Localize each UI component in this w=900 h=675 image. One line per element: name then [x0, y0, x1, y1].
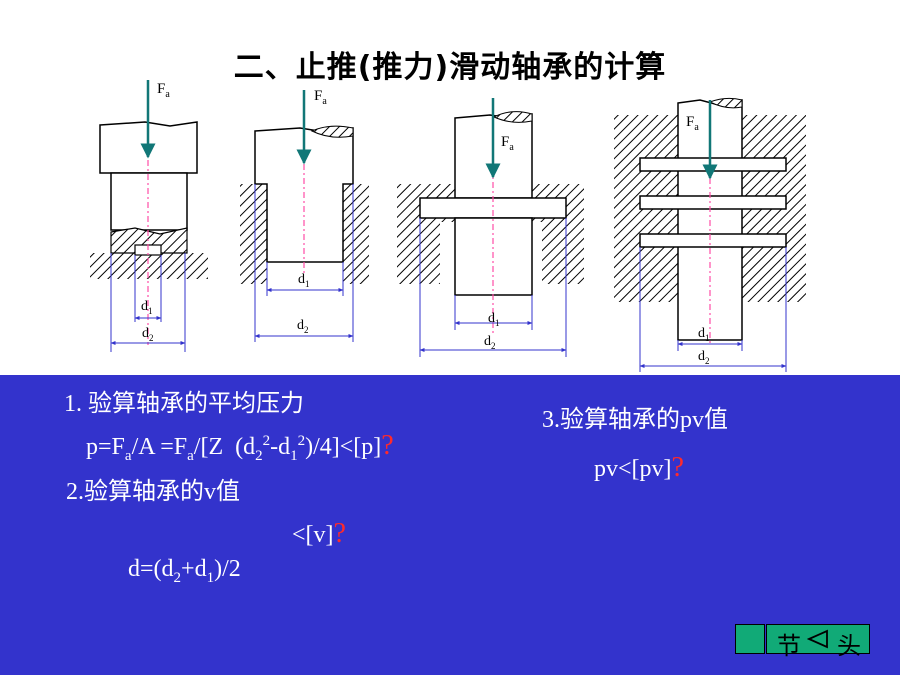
- bearing-1-d2-label: d2: [142, 326, 154, 343]
- bearing-2-d1-label: d1: [298, 272, 310, 289]
- bearing-2-shaft-cut: [310, 125, 354, 138]
- bearing-1-base: [90, 253, 208, 279]
- bearing-2-housing-right: [343, 184, 369, 284]
- question-mark-2: ?: [333, 518, 346, 549]
- head-button[interactable]: 头: [837, 632, 861, 660]
- pressure-formula: p=Fa/A =Fa/[Z (d22-d12)/4]<[p]?: [86, 430, 394, 464]
- bearing-1-d1-label: d1: [141, 299, 153, 316]
- bearing-3-dim-lines: [419, 218, 567, 357]
- item2-heading: 2.验算轴承的v值: [66, 479, 240, 505]
- formula-panel: [0, 375, 900, 675]
- question-mark-3: ?: [671, 452, 684, 483]
- bearing-1-dim-lines: [110, 253, 186, 352]
- bearing-4-force-label: Fa: [686, 114, 699, 133]
- bearing-3-force-label: Fa: [501, 134, 514, 153]
- bearing-4-collar-2: [639, 195, 787, 210]
- page-title: 二、止推(推力)滑动轴承的计算: [233, 50, 667, 85]
- pv-condition: pv<[pv]?: [594, 452, 684, 483]
- bearing-3-d2-label: d2: [484, 334, 496, 351]
- bearing-3: Fa d1 d2: [397, 98, 584, 357]
- bearing-3-shaft-cut: [492, 111, 533, 123]
- velocity-condition: <[v]?: [292, 518, 346, 549]
- nav-square-button[interactable]: [735, 624, 765, 654]
- bearing-4: Fa d1 d2: [614, 97, 806, 372]
- bearing-4-d1-label: d1: [698, 326, 710, 343]
- section-button[interactable]: 节: [777, 632, 801, 660]
- bearing-1: Fa d1 d2: [90, 80, 208, 352]
- bearing-3-d1-label: d1: [488, 311, 500, 328]
- bearing-1-shaft-neck: [110, 172, 188, 231]
- back-arrow-icon[interactable]: [807, 629, 829, 649]
- question-mark-1: ?: [381, 430, 394, 461]
- item1-heading: 1. 验算轴承的平均压力: [64, 391, 304, 417]
- bearing-4-collar-3: [639, 233, 787, 248]
- bearing-4-shaft-cut: [708, 97, 743, 109]
- nav-buttons: 节 头: [766, 624, 870, 660]
- bearing-2-d2-label: d2: [297, 318, 309, 335]
- bearing-4-collar-1: [639, 157, 787, 172]
- bearing-4-dim-lines: [639, 247, 787, 372]
- bearing-2-housing-left: [240, 184, 267, 284]
- bearing-2-force-label: Fa: [314, 88, 327, 107]
- bearing-2: Fa d1 d2: [240, 88, 369, 342]
- mean-diameter-formula: d=(d2+d1)/2: [128, 556, 241, 586]
- bearing-2-dim-lines: [254, 184, 354, 342]
- item3-heading: 3.验算轴承的pv值: [542, 407, 728, 433]
- bearing-1-force-label: Fa: [157, 81, 170, 100]
- thrust-bearing-diagrams: Fa d1 d2 Fa d1 d2: [90, 80, 806, 372]
- bearing-4-d2-label: d2: [698, 349, 710, 366]
